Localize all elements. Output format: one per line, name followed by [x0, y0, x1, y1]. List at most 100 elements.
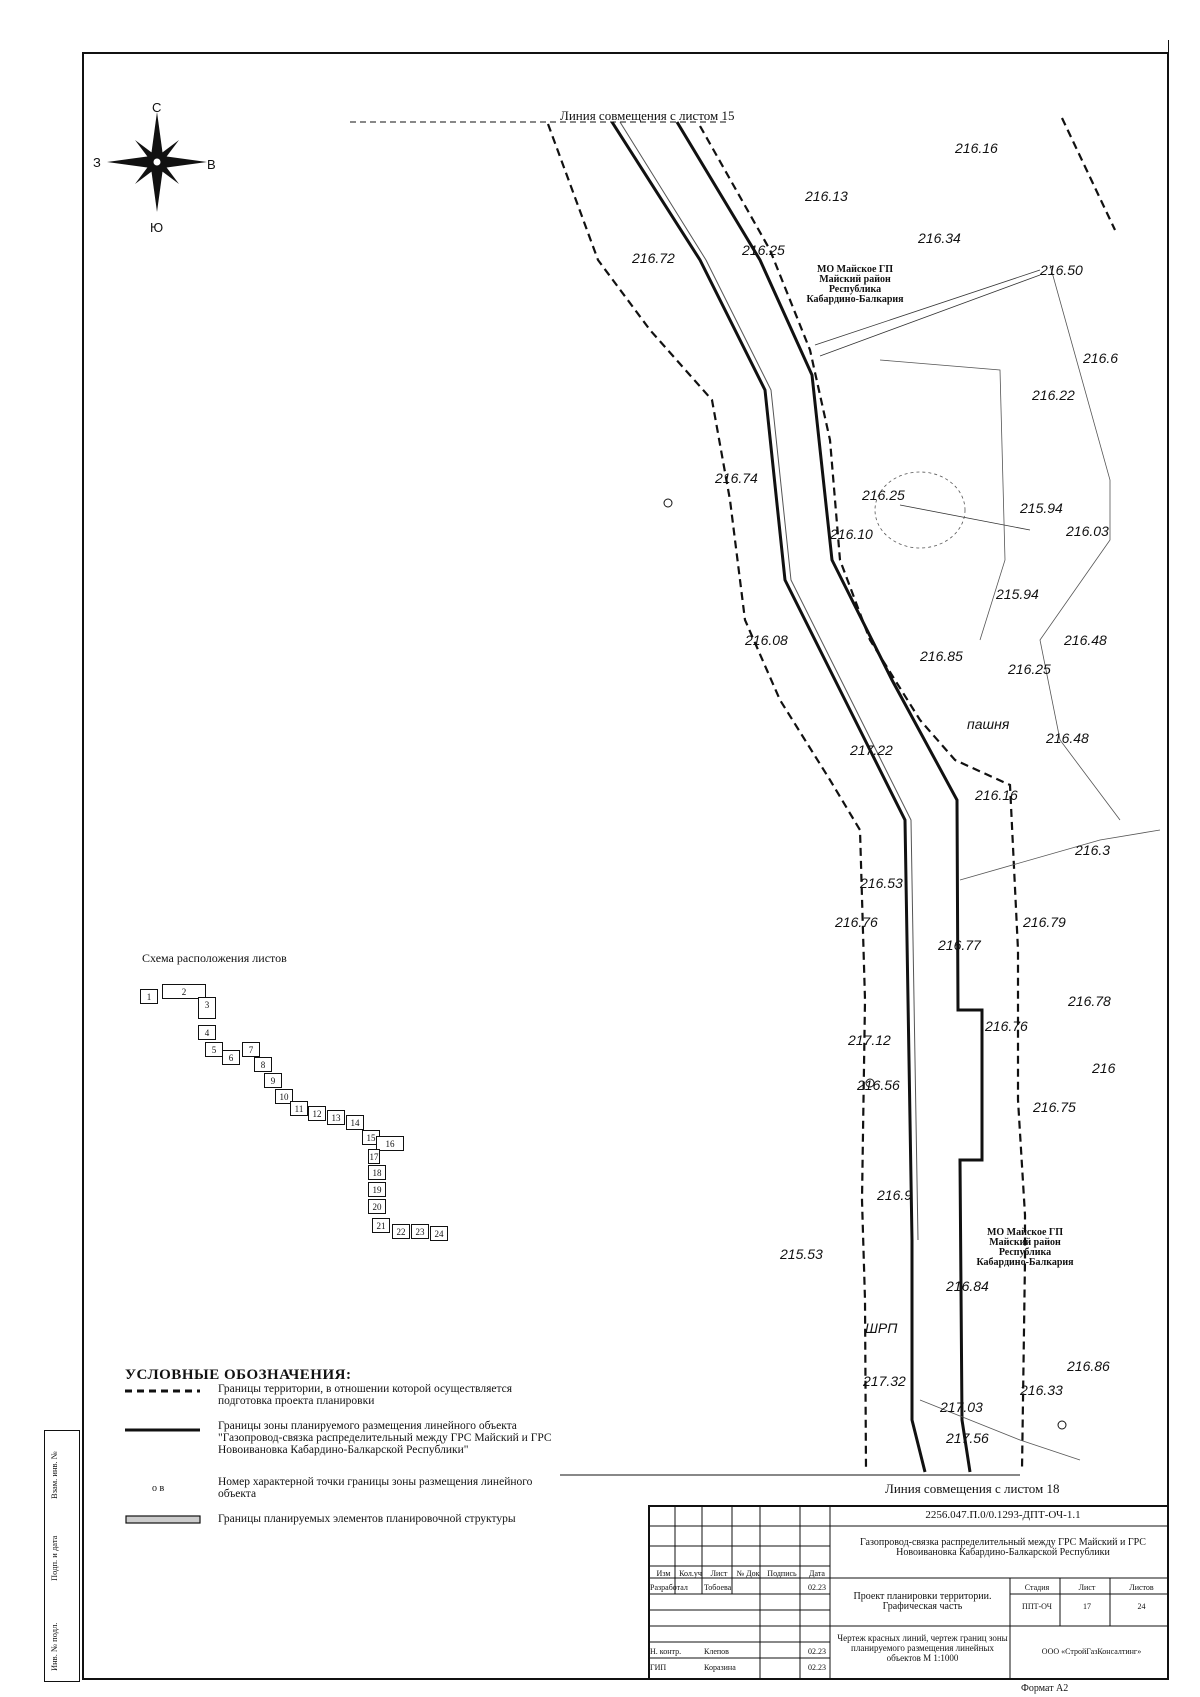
elevation-mark: 216.3 — [1075, 842, 1111, 858]
row-date: 02.23 — [808, 1647, 826, 1656]
elevation-mark: 216.34 — [918, 230, 961, 246]
scheme-sheet: 24 — [430, 1226, 448, 1241]
title-block: 2256.047.П.0/0.1293-ДПТ-ОЧ-1.1 Газопрово… — [648, 1505, 1169, 1680]
elevation-mark: 217.03 — [940, 1399, 983, 1415]
scheme-sheet: 5 — [205, 1042, 223, 1057]
side-stamp-signature: Подп. и дата — [49, 1535, 59, 1581]
elevation-mark: 216.79 — [1023, 914, 1066, 930]
elevation-mark: 216 — [1092, 1060, 1116, 1076]
scheme-sheet: 2 — [162, 984, 206, 999]
scheme-sheet: 16 — [376, 1136, 404, 1151]
side-stamp-inventory: Инв. № подл. — [49, 1622, 59, 1671]
elevation-mark: 216.48 — [1064, 632, 1107, 648]
elevation-mark: 216.25 — [1008, 661, 1051, 677]
compass-rose — [107, 112, 207, 212]
col-header: № Док — [736, 1569, 760, 1578]
elevation-mark: 216.77 — [938, 937, 981, 953]
scheme-sheet: 17 — [368, 1149, 380, 1164]
scheme-sheet: 22 — [392, 1224, 410, 1239]
scheme-sheet: 11 — [290, 1101, 308, 1116]
document-code: 2256.047.П.0/0.1293-ДПТ-ОЧ-1.1 — [925, 1509, 1081, 1521]
elevation-mark: 216.33 — [1020, 1382, 1063, 1398]
legend-symbol-point: о в — [152, 1483, 165, 1494]
scheme-sheet: 6 — [222, 1050, 240, 1065]
sheet-number: 17 — [1083, 1602, 1091, 1611]
scheme-sheet: 3 — [198, 997, 216, 1019]
elevation-mark: 216.03 — [1066, 523, 1109, 539]
elevation-mark: 215.53 — [780, 1246, 823, 1262]
elevation-mark: 216.6 — [1083, 350, 1119, 366]
scheme-sheet: 19 — [368, 1182, 386, 1197]
elevation-mark: 216.74 — [715, 470, 758, 486]
compass-west-label: З — [93, 155, 101, 170]
scheme-sheet: 23 — [411, 1224, 429, 1239]
row-role: ГИП — [650, 1663, 667, 1672]
elevation-mark: 216.9 — [877, 1187, 913, 1203]
adjacent-sheet-edge — [1168, 40, 1183, 880]
elevation-mark: 216.53 — [860, 875, 903, 891]
compass-south-label: Ю — [150, 220, 164, 235]
col-header: Подпись — [767, 1569, 797, 1578]
elevation-mark: 217.32 — [863, 1373, 906, 1389]
col-header: Лист — [710, 1569, 728, 1578]
legend-item-planning: Границы планируемых элементов планировоч… — [218, 1513, 516, 1525]
scheme-sheet: 13 — [327, 1110, 345, 1125]
elevation-mark: 216.78 — [1068, 993, 1111, 1009]
elevation-mark: 215.94 — [1020, 500, 1063, 516]
elevation-mark: 217.22 — [850, 742, 893, 758]
corridor-right-line — [675, 121, 984, 1473]
row-date: 02.23 — [808, 1583, 826, 1592]
elevation-mark: 216.76 — [835, 914, 878, 930]
elevation-mark: 217.12 — [848, 1032, 891, 1048]
elevation-mark: 216.08 — [745, 632, 788, 648]
top-match-line-label: Линия совмещения с листом 15 — [560, 108, 735, 123]
scheme-sheet: 14 — [346, 1115, 364, 1130]
drawing-title: Чертеж красных линий, чертеж границ зоны… — [837, 1633, 1008, 1663]
elevation-mark: 216.50 — [1040, 262, 1083, 278]
scheme-sheet: 7 — [242, 1042, 260, 1057]
elevation-mark: 216.16 — [975, 787, 1018, 803]
territory-boundary-right — [699, 125, 1027, 1471]
row-name: Клепов — [704, 1647, 729, 1656]
side-stamp-replacement: Взам. инв. № — [49, 1451, 59, 1499]
field-label: пашня — [967, 716, 1010, 732]
scheme-sheet: 1 — [140, 989, 158, 1004]
corridor-left-line — [610, 121, 927, 1473]
territory-boundary-far-right — [1061, 117, 1116, 231]
legend-item-territory: Границы территории, в отношении которой … — [218, 1383, 513, 1407]
scheme-sheet: 4 — [198, 1025, 216, 1040]
bottom-match-line-label: Линия совмещения с листом 18 — [885, 1481, 1060, 1496]
elevation-mark: 216.84 — [946, 1278, 989, 1294]
elevation-mark: 216.13 — [805, 188, 848, 204]
sheet-scheme-title: Схема расположения листов — [142, 951, 287, 965]
compass-north-label: С — [152, 100, 162, 115]
scheme-sheet: 21 — [372, 1218, 390, 1233]
section-title: Проект планировки территории. Графическа… — [853, 1591, 992, 1612]
scheme-sheet: 18 — [368, 1165, 386, 1180]
legend-item-point: Номер характерной точки границы зоны раз… — [218, 1476, 533, 1500]
elevation-mark: 216.16 — [955, 140, 998, 156]
elevation-mark: 216.75 — [1033, 1099, 1076, 1115]
row-name: Коразина — [704, 1663, 736, 1672]
company-name: ООО «СтройГазКонсалтинг» — [1041, 1647, 1142, 1656]
row-date: 02.23 — [808, 1663, 826, 1672]
title-block-grid — [648, 1505, 1169, 1680]
elevation-mark: 216.25 — [742, 242, 785, 258]
elevation-mark: 216.22 — [1032, 387, 1075, 403]
stage-value: ППТ-ОЧ — [1022, 1602, 1052, 1611]
side-stamp: Взам. инв. № Подп. и дата Инв. № подл. — [44, 1430, 80, 1682]
elevation-mark: 216.85 — [920, 648, 963, 664]
elevation-mark: 216.10 — [830, 526, 873, 542]
row-role: Разработал — [650, 1583, 688, 1592]
elevation-mark: 216.25 — [862, 487, 905, 503]
row-name: Тобоева — [704, 1583, 732, 1592]
elevation-mark: 216.76 — [985, 1018, 1028, 1034]
elevation-mark: 215.94 — [996, 586, 1039, 602]
scheme-sheet: 12 — [308, 1106, 326, 1121]
row-role: Н. контр. — [650, 1647, 682, 1656]
elevation-mark: 217.56 — [946, 1430, 989, 1446]
